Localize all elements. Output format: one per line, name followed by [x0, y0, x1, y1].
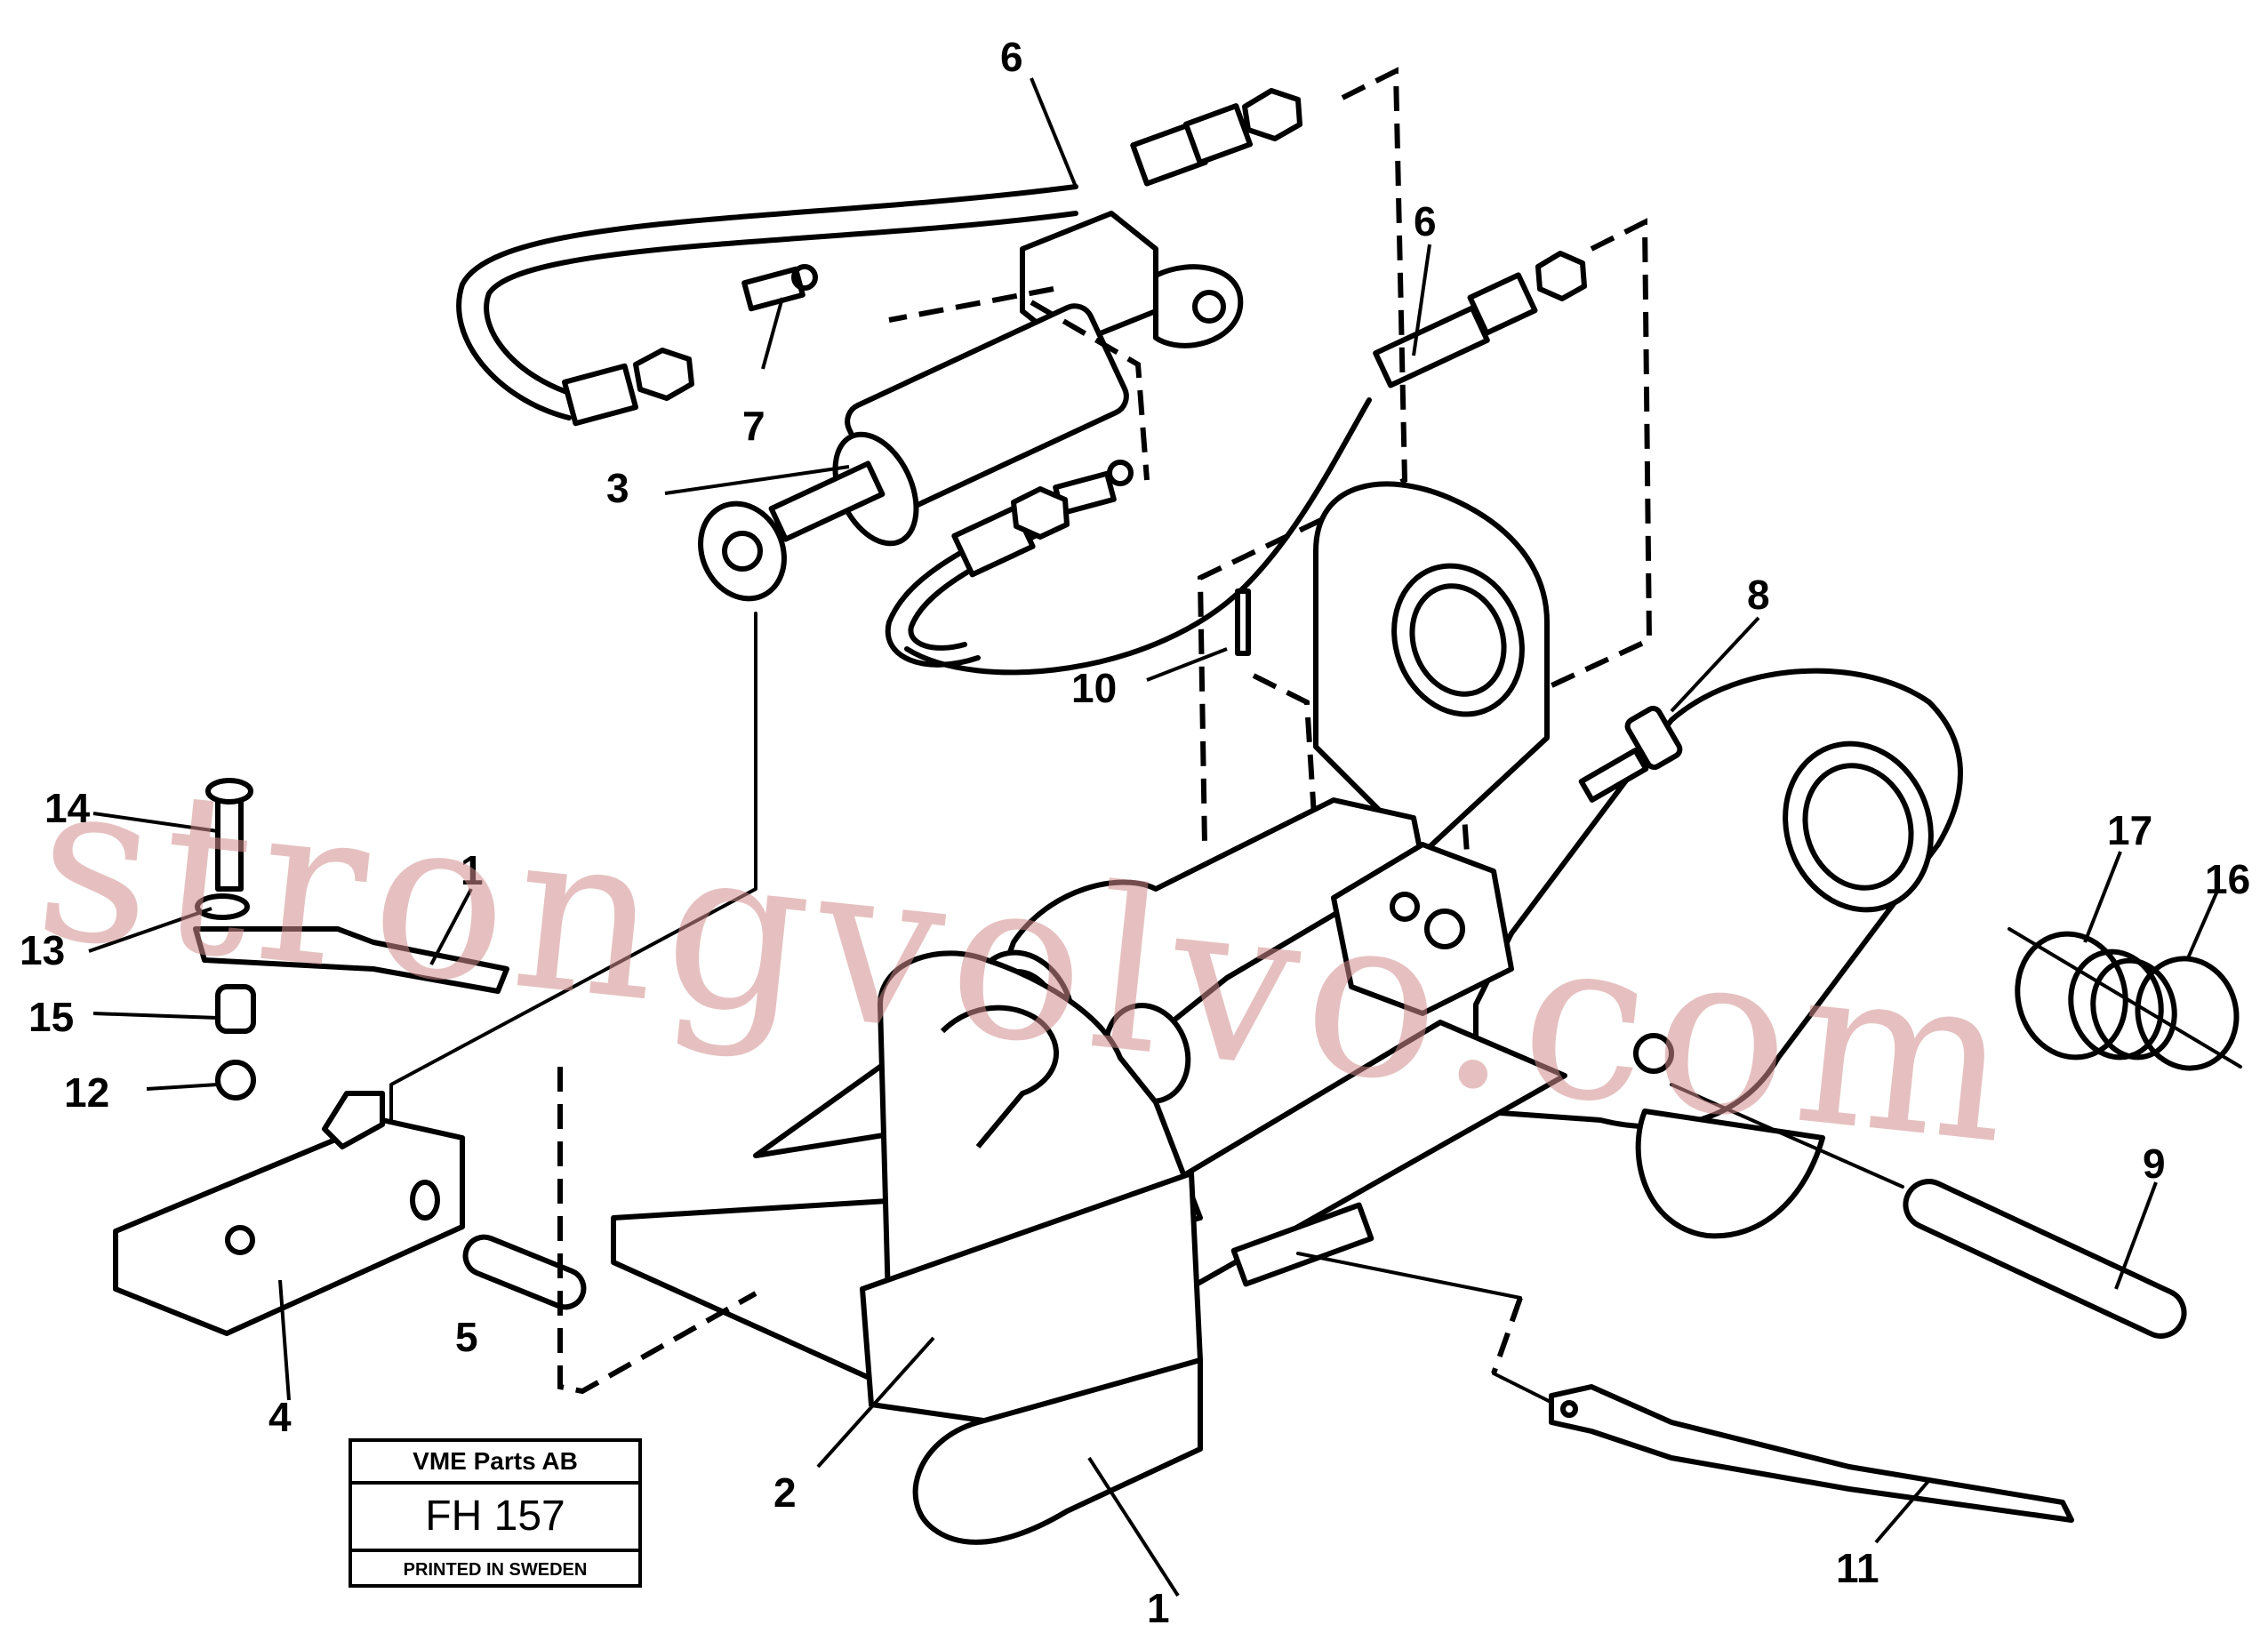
- hose-lower: [885, 397, 1372, 676]
- hose-upper: [456, 88, 1302, 427]
- stamp-printed: PRINTED IN SWEDEN: [403, 1560, 588, 1580]
- coupler-frame: [611, 481, 1963, 1545]
- leader-lines: [88, 77, 2220, 1597]
- callout-11: 11: [1836, 1545, 1879, 1591]
- callout-1: 1: [1147, 1585, 1170, 1631]
- grease-nipple-8: [1578, 705, 1683, 803]
- cylinder-3: [698, 211, 1244, 602]
- callout-14: 14: [44, 785, 91, 831]
- callout-12: 12: [64, 1069, 109, 1116]
- callout-17: 17: [2107, 807, 2152, 853]
- stamp-code: FH 157: [352, 1485, 638, 1552]
- callout-4: 4: [268, 1394, 292, 1440]
- callout-8: 8: [1747, 572, 1770, 618]
- callout-2: 2: [773, 1469, 797, 1516]
- callout-9: 9: [2143, 1141, 2166, 1187]
- callout-6-right: 6: [1414, 198, 1437, 244]
- callout-13: 13: [20, 927, 65, 973]
- callout-16: 16: [2205, 856, 2250, 902]
- callout-6-upper: 6: [1000, 34, 1023, 80]
- callout-5: 5: [455, 1314, 478, 1360]
- pin-10: [1235, 588, 1251, 656]
- callout-15: 15: [28, 994, 74, 1040]
- callout-10: 10: [1071, 665, 1117, 711]
- pin-9: [1670, 1083, 2187, 1339]
- callouts: 6 6 7 3 10 8 17 16 14 1 13 15 12 9 5 4 2…: [20, 34, 2250, 1631]
- pin-11: [1549, 1384, 2074, 1523]
- callout-3: 3: [606, 465, 629, 511]
- hose-right: [1373, 251, 1587, 388]
- title-stamp: VME Parts AB FH 157 PRINTED IN SWEDEN: [349, 1438, 642, 1588]
- stamp-company: VME Parts AB: [352, 1442, 638, 1485]
- lower-left-components: [113, 778, 587, 1336]
- spring-ring: [2008, 927, 2242, 1071]
- fitting-7: [741, 264, 1134, 516]
- callout-7: 7: [742, 403, 765, 449]
- callout-1-lever: 1: [461, 847, 484, 893]
